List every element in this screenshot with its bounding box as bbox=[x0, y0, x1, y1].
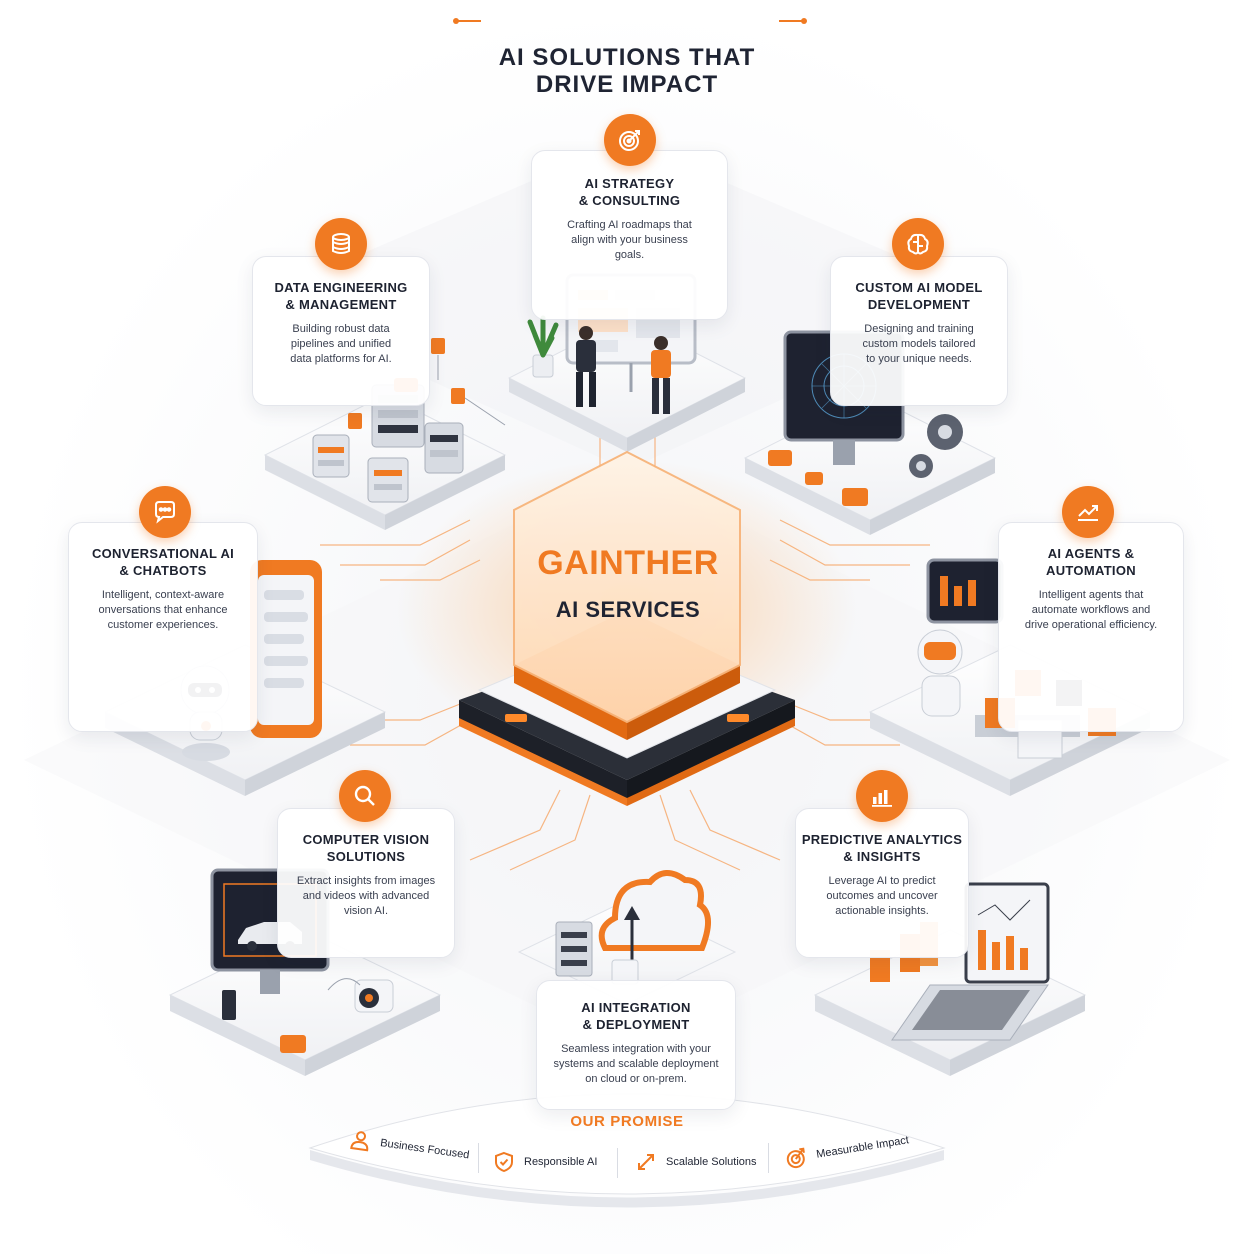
integration-illustration bbox=[555, 870, 711, 985]
central-hub bbox=[397, 450, 857, 806]
hub-brand-name: GAINTHER bbox=[537, 544, 719, 582]
card-description: Intelligent agents that automate workflo… bbox=[1024, 589, 1158, 631]
card-description: Intelligent, context-aware onversations … bbox=[98, 589, 228, 631]
page-title-line-2: DRIVE IMPACT bbox=[535, 71, 719, 98]
promise-item-business-focused: Business Focused bbox=[347, 1127, 471, 1168]
promise-title: OUR PROMISE bbox=[570, 1113, 684, 1130]
card-description: Seamless integration with your systems a… bbox=[553, 1043, 719, 1085]
chat-bubble-icon bbox=[139, 486, 191, 538]
card-title: CUSTOM AI MODEL DEVELOPMENT bbox=[855, 280, 983, 312]
expand-arrows-icon bbox=[638, 1154, 654, 1170]
service-card-conversational[interactable]: CONVERSATIONAL AI & CHATBOTS Intelligent… bbox=[68, 522, 258, 732]
database-icon bbox=[315, 218, 367, 270]
brain-icon bbox=[892, 218, 944, 270]
card-title: CONVERSATIONAL AI & CHATBOTS bbox=[91, 546, 235, 578]
service-card-vision[interactable]: COMPUTER VISION SOLUTIONS Extract insigh… bbox=[277, 808, 455, 958]
promise-item-label: Scalable Solutions bbox=[666, 1156, 757, 1168]
promise-divider bbox=[617, 1148, 618, 1178]
title-decoration-right bbox=[779, 18, 807, 24]
promise-item-responsible-ai: Responsible AI bbox=[492, 1150, 597, 1174]
page-title-line-1: AI SOLUTIONS THAT bbox=[498, 44, 756, 71]
promise-band bbox=[308, 1093, 946, 1208]
magnifier-icon bbox=[339, 770, 391, 822]
hub-subtitle: AI SERVICES bbox=[555, 597, 701, 622]
promise-divider bbox=[478, 1143, 479, 1173]
service-card-data-engineering[interactable]: DATA ENGINEERING & MANAGEMENT Building r… bbox=[252, 256, 430, 406]
title-decoration-left bbox=[453, 18, 481, 24]
platform-custom-model bbox=[743, 394, 997, 535]
promise-divider bbox=[768, 1143, 769, 1173]
service-card-custom-model[interactable]: CUSTOM AI MODEL DEVELOPMENT Designing an… bbox=[830, 256, 1008, 406]
shield-check-icon bbox=[495, 1151, 513, 1173]
service-card-analytics[interactable]: PREDICTIVE ANALYTICS & INSIGHTS Leverage… bbox=[795, 808, 969, 958]
user-icon bbox=[350, 1131, 369, 1152]
page-title: AI SOLUTIONS THAT DRIVE IMPACT bbox=[0, 44, 1254, 98]
trend-up-icon bbox=[1062, 486, 1114, 538]
card-description: Leverage AI to predict outcomes and unco… bbox=[826, 875, 938, 917]
card-description: Extract insights from images and videos … bbox=[296, 875, 436, 917]
promise-item-scalable-solutions: Scalable Solutions bbox=[634, 1150, 757, 1174]
service-card-integration[interactable]: AI INTEGRATION & DEPLOYMENT Seamless int… bbox=[536, 980, 736, 1110]
card-title: AI STRATEGY & CONSULTING bbox=[578, 176, 681, 208]
service-card-strategy[interactable]: AI STRATEGY & CONSULTING Crafting AI roa… bbox=[531, 150, 728, 320]
target-icon bbox=[786, 1147, 805, 1169]
bar-chart-icon bbox=[856, 770, 908, 822]
card-title: COMPUTER VISION SOLUTIONS bbox=[302, 832, 430, 864]
card-description: Crafting AI roadmaps that align with you… bbox=[567, 219, 692, 261]
card-description: Building robust data pipelines and unifi… bbox=[290, 323, 392, 365]
card-title: PREDICTIVE ANALYTICS & INSIGHTS bbox=[801, 832, 963, 864]
service-card-agents[interactable]: AI AGENTS & AUTOMATION Intelligent agent… bbox=[998, 522, 1184, 732]
card-title: DATA ENGINEERING & MANAGEMENT bbox=[274, 280, 408, 312]
card-title: AI AGENTS & AUTOMATION bbox=[1046, 546, 1136, 578]
card-title: AI INTEGRATION & DEPLOYMENT bbox=[581, 1000, 691, 1032]
promise-item-measurable-impact: Measurable Impact bbox=[783, 1128, 911, 1171]
promise-item-label: Responsible AI bbox=[524, 1156, 598, 1168]
card-description: Designing and training custom models tai… bbox=[862, 323, 976, 365]
target-icon bbox=[604, 114, 656, 166]
